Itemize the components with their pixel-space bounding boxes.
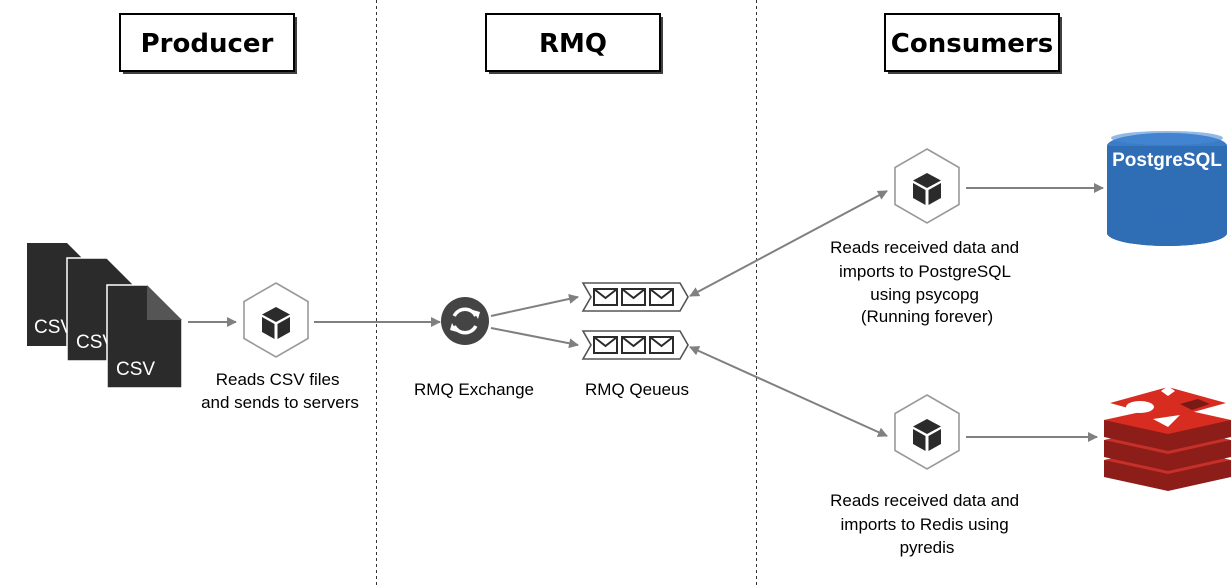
header-producer-label: Producer — [141, 29, 274, 59]
csv-file-stack-icon: CSV CSV CSV — [27, 243, 183, 389]
arrow-queue-1-to-postgres-consumer — [689, 190, 888, 297]
header-rmq-label: RMQ — [539, 29, 607, 59]
svg-text:CSV: CSV — [116, 359, 155, 380]
arrow-exchange-to-queue-2 — [490, 327, 579, 349]
producer-service-icon — [243, 282, 309, 358]
header-consumers: Consumers — [884, 13, 1062, 74]
svg-text:CSV: CSV — [34, 317, 73, 338]
arrow-exchange-to-queue-1 — [490, 294, 579, 317]
redis-consumer-service-icon — [894, 394, 960, 470]
queue-1-icon — [582, 282, 689, 312]
queues-label: RMQ Qeueus — [585, 380, 689, 399]
header-producer: Producer — [119, 13, 297, 74]
redis-logo-icon — [1104, 386, 1231, 491]
redis-consumer-description: Reads received data and imports to Redis… — [830, 491, 1024, 557]
csv-file-icon: CSV — [106, 284, 183, 389]
header-consumers-label: Consumers — [891, 29, 1053, 59]
postgres-consumer-service-icon — [894, 148, 960, 224]
svg-text:CSV: CSV — [76, 332, 115, 353]
exchange-label: RMQ Exchange — [414, 380, 534, 399]
postgresql-label: PostgreSQL — [1112, 150, 1222, 171]
postgres-consumer-description: Reads received data and imports to Postg… — [830, 238, 1024, 326]
postgresql-db-icon: PostgreSQL — [1107, 131, 1227, 246]
arrow-queue-2-to-redis-consumer — [689, 346, 888, 437]
producer-description: Reads CSV files and sends to servers — [201, 370, 359, 412]
refresh-exchange-icon — [441, 297, 489, 345]
header-rmq: RMQ — [485, 13, 663, 74]
queue-2-icon — [582, 330, 689, 360]
